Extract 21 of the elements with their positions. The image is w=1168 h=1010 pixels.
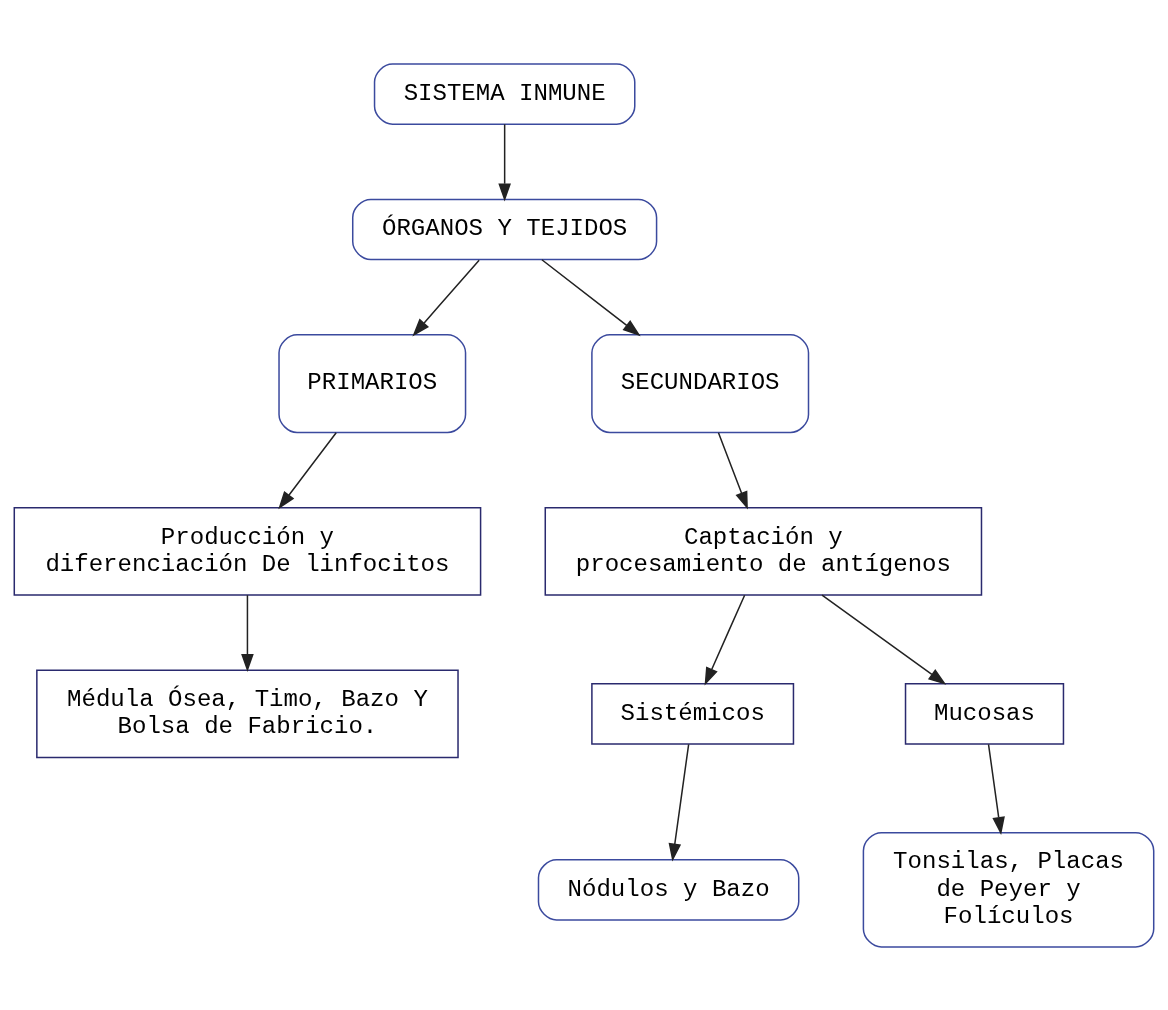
arrow — [668, 743, 690, 861]
node-box: Captación y procesamiento de antígenos — [544, 506, 983, 596]
node-box: Médula Ósea, Timo, Bazo Y Bolsa de Fabricio. — [36, 668, 459, 758]
node-box: ÓRGANOS Y TEJIDOS — [352, 198, 658, 260]
node-box: Nódulos y Bazo — [537, 858, 800, 921]
arrow — [821, 593, 947, 685]
arrow — [987, 743, 1005, 835]
arrow — [498, 123, 511, 202]
node-box: SISTEMA INMUNE — [373, 62, 636, 125]
arrow — [412, 258, 480, 336]
node-box: Producción y diferenciación De linfocitos — [13, 506, 482, 596]
arrow — [278, 431, 337, 509]
arrow — [541, 258, 641, 336]
node-box: SECUNDARIOS — [591, 333, 810, 433]
node-box: Tonsilas, Placas de Peyer y Folículos — [862, 831, 1155, 948]
node-box: Mucosas — [904, 682, 1065, 745]
arrow — [241, 593, 254, 672]
arrow — [704, 593, 746, 685]
arrow — [717, 431, 748, 510]
node-box: PRIMARIOS — [278, 333, 467, 433]
node-box: Sistémicos — [591, 682, 795, 745]
